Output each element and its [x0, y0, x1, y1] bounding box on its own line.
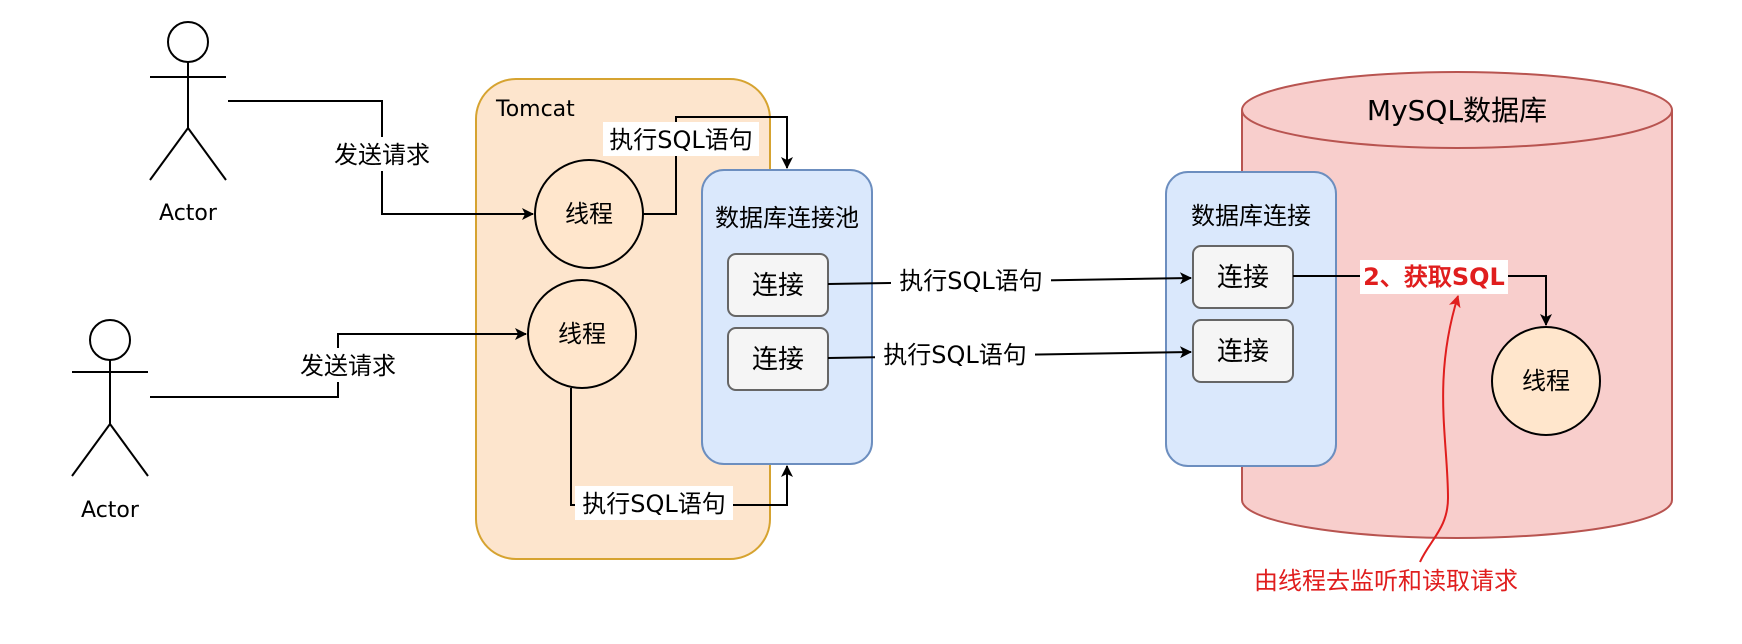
actor-1-label: Actor	[159, 201, 218, 226]
thread-mysql	[1491, 326, 1601, 436]
edge-label-bg	[891, 264, 1051, 298]
edge-thread-top-to-pool	[643, 116, 793, 215]
pool-connection-1	[727, 253, 829, 317]
thread-mysql-label: 线程	[1522, 367, 1570, 395]
annotation-arrow	[1419, 295, 1461, 563]
thread-bottom-label: 线程	[558, 320, 606, 348]
edge-label-bg	[603, 122, 759, 156]
annotation-text: 由线程去监听和读取请求	[1254, 567, 1518, 595]
label-exec-sql-top: 执行SQL语句	[609, 126, 753, 154]
thread-top-label: 线程	[565, 200, 613, 228]
edge-label-bg	[1360, 260, 1508, 294]
db-connection-2-label: 连接	[1217, 337, 1269, 367]
edge-label-bg	[288, 348, 408, 382]
mysql-label: MySQL数据库	[1367, 94, 1547, 127]
actor-2-figure	[71, 319, 149, 477]
edge-label-bg	[322, 137, 442, 171]
label-send-request-2: 发送请求	[300, 352, 396, 380]
pool-connection-2-label: 连接	[752, 345, 804, 375]
edge-label-bg	[575, 486, 733, 520]
edge-label-bg	[875, 338, 1035, 372]
pool-connection-2	[727, 327, 829, 391]
db-connection-1-label: 连接	[1217, 263, 1269, 293]
label-exec-sql-conn2: 执行SQL语句	[883, 341, 1027, 369]
connection-pool-title: 数据库连接池	[715, 204, 859, 232]
pool-connection-1-label: 连接	[752, 271, 804, 301]
tomcat-label: Tomcat	[495, 97, 575, 122]
label-get-sql: 2、获取SQL	[1363, 263, 1505, 291]
thread-bottom	[527, 279, 637, 389]
db-connection-2	[1192, 319, 1294, 383]
label-send-request-1: 发送请求	[334, 141, 430, 169]
label-exec-sql-bottom: 执行SQL语句	[582, 490, 726, 518]
actor-1-figure	[149, 21, 227, 181]
db-connection-title: 数据库连接	[1191, 202, 1311, 230]
label-exec-sql-conn1: 执行SQL语句	[899, 267, 1043, 295]
actor-2-label: Actor	[81, 498, 140, 523]
